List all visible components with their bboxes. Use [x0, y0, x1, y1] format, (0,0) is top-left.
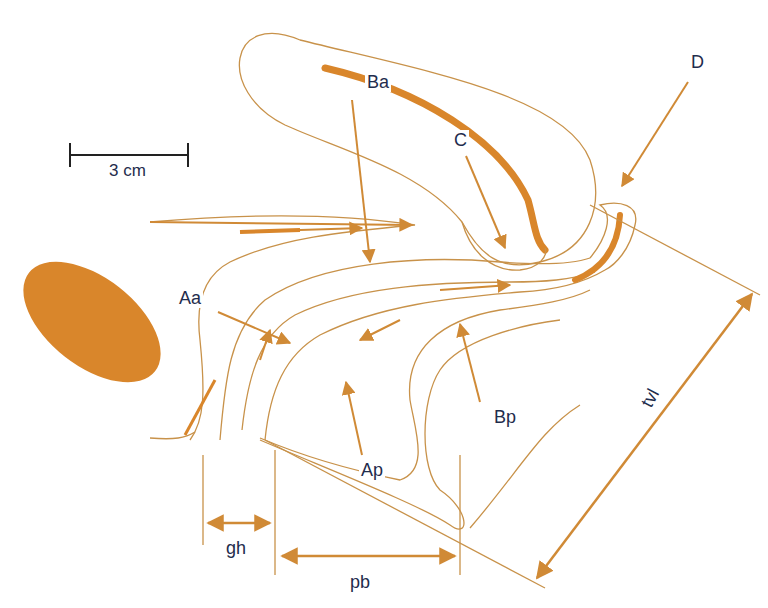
rectum-outline	[470, 405, 580, 528]
perineal-body-outline	[260, 290, 590, 480]
bladder-outline	[150, 216, 415, 440]
dimension-line	[202, 455, 203, 545]
part-label: Aa	[177, 288, 203, 308]
dimension-arrow	[537, 294, 752, 578]
dimension-arrow	[282, 555, 455, 558]
part-label: Bp	[492, 407, 518, 427]
part-label: D	[689, 52, 706, 72]
bladder-wall	[240, 230, 300, 232]
vaginal-vault	[590, 203, 636, 270]
posterior-fornix	[575, 215, 620, 280]
uterus-outline	[239, 33, 595, 264]
part-label: Ba	[365, 72, 391, 92]
leader-arrows	[150, 82, 688, 455]
part-label: C	[452, 130, 469, 150]
dimension-line	[459, 455, 460, 575]
urethral-meatus	[185, 380, 215, 435]
part-label: tvl	[636, 384, 664, 413]
anterior-vaginal-lining	[242, 272, 595, 430]
part-label: pb	[348, 572, 372, 592]
dimension-arrow	[208, 522, 270, 525]
part-label: 3 cm	[107, 161, 148, 180]
part-label: Ap	[359, 460, 385, 480]
posterior-vaginal-wall	[265, 270, 605, 440]
perineum-outline	[260, 320, 560, 529]
dimension-line	[274, 450, 275, 575]
dimension-line	[590, 205, 760, 295]
part-label: gh	[224, 538, 248, 558]
skin-line	[150, 432, 195, 439]
dimension-line	[265, 440, 545, 588]
pubic-bone	[2, 238, 182, 406]
anterior-vaginal-wall	[220, 258, 590, 440]
